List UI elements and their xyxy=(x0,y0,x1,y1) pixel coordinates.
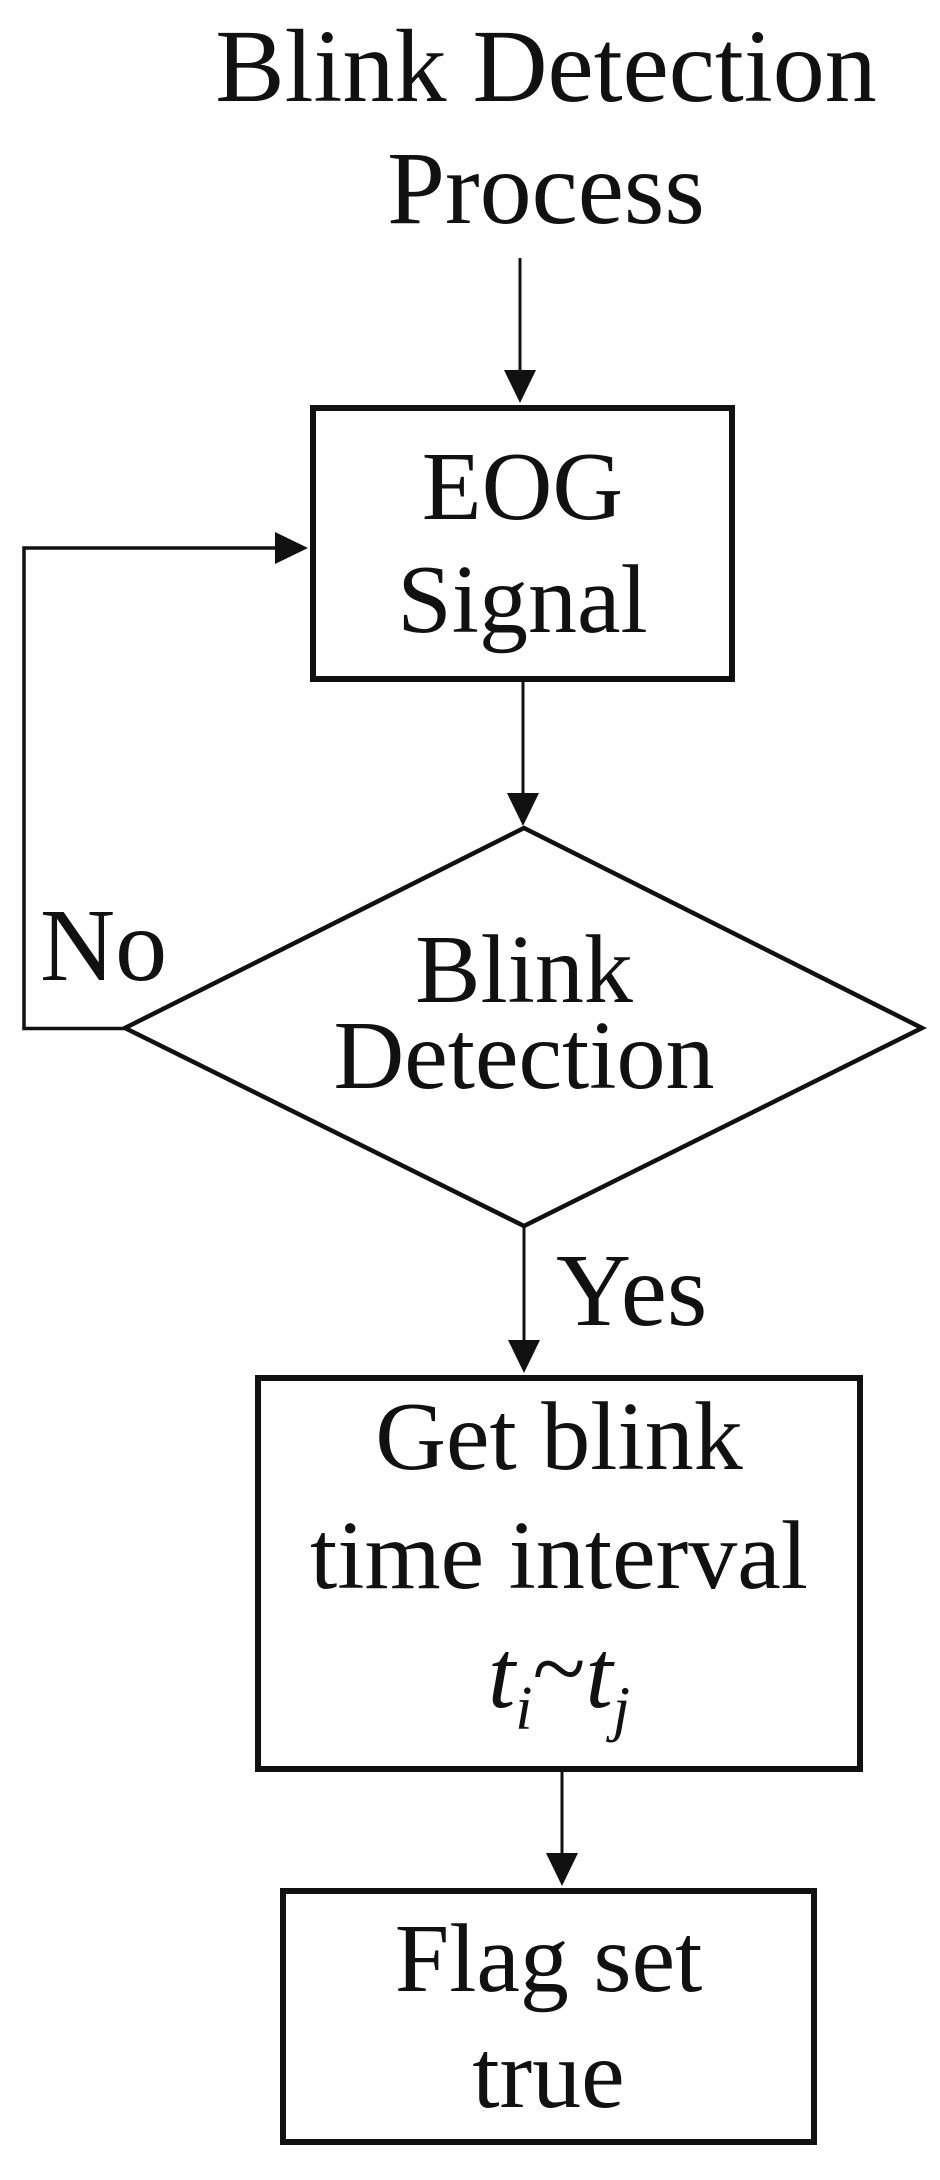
diagram-title: Blink Detection Process xyxy=(146,6,940,250)
no-loop-line xyxy=(22,546,277,1031)
get-blink-line2: time interval xyxy=(310,1502,808,1610)
get-blink-math-line: ti~tj xyxy=(488,1615,630,1769)
blink-detection-label: Blink Detection xyxy=(124,916,924,1110)
arrow-yes-head xyxy=(508,1340,540,1373)
flag-line2: true xyxy=(472,2020,625,2129)
math-t2: t xyxy=(585,1621,613,1729)
no-loop-arrow-head xyxy=(275,532,308,564)
arrow-title-to-eog-head xyxy=(504,370,536,403)
blink-detection-line1: Blink xyxy=(415,916,633,1024)
flag-line1: Flag set xyxy=(394,1904,703,2013)
arrow-getblink-to-flag-head xyxy=(546,1853,578,1886)
edge-label-no: No xyxy=(40,888,168,1003)
get-blink-interval-box: Get blink time interval ti~tj xyxy=(255,1375,863,1772)
get-blink-line1: Get blink xyxy=(375,1383,743,1491)
eog-signal-line1: EOG xyxy=(421,432,624,541)
diagram-title-line1: Blink Detection xyxy=(215,9,877,124)
arrow-eog-to-diamond-head xyxy=(507,793,539,826)
eog-signal-box: EOG Signal xyxy=(310,405,735,682)
math-sub-i: i xyxy=(515,1675,533,1743)
math-sub-j: j xyxy=(612,1675,630,1743)
blink-detection-line2: Detection xyxy=(333,1002,715,1110)
flag-set-true-box: Flag set true xyxy=(280,1888,817,2145)
math-t1: t xyxy=(488,1621,516,1729)
diagram-title-line2: Process xyxy=(387,131,705,246)
eog-signal-line2: Signal xyxy=(397,545,648,654)
edge-label-yes: Yes xyxy=(556,1233,708,1348)
math-tilde: ~ xyxy=(532,1615,586,1723)
